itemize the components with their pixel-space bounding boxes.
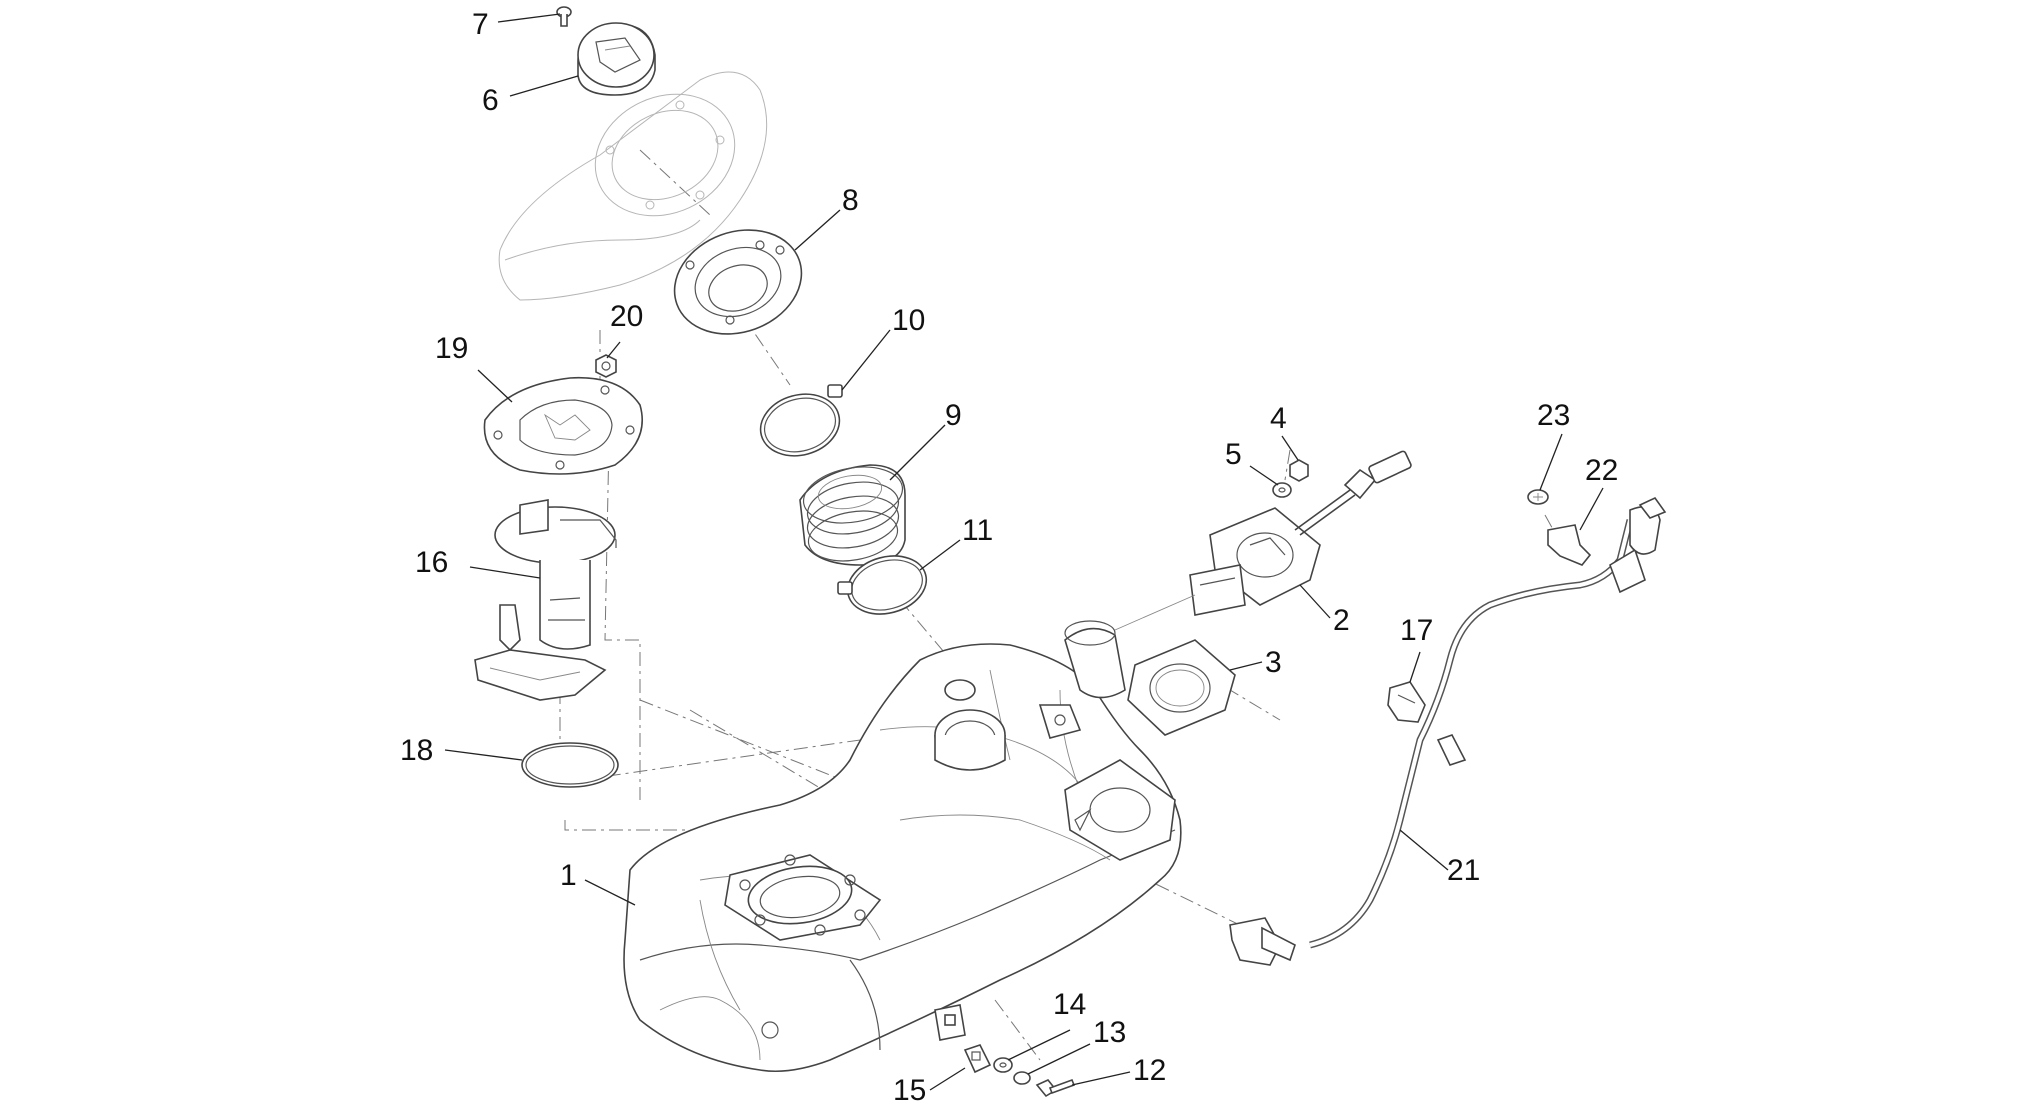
callout-5: 5 [1225,438,1242,471]
part-11-hose-clamp [837,555,928,615]
leader-3 [1229,661,1263,671]
part-19-gasket [483,376,644,475]
leader-12 [1071,1071,1131,1086]
callout-numbers: 7 6 8 10 9 11 20 19 16 18 1 4 5 2 3 23 2… [400,8,1618,1101]
part-12-bolt [1035,1078,1076,1098]
leader-11 [919,539,961,571]
leader-15 [929,1067,966,1091]
callout-14: 14 [1053,988,1086,1021]
callout-8: 8 [842,184,859,217]
callout-9: 9 [945,399,962,432]
callout-10: 10 [892,304,925,337]
callout-21: 21 [1447,854,1480,887]
leader-8 [794,209,841,251]
callout-11: 11 [962,514,993,547]
part-23-screw [1527,489,1549,505]
callout-13: 13 [1093,1016,1126,1049]
part-22-pipe-clip [1547,524,1592,566]
part-21-fuel-pipe [1229,496,1667,966]
part-13-washer [1013,1071,1031,1085]
part-14-washer [993,1057,1013,1073]
leader-10 [841,329,891,391]
callout-6: 6 [482,84,499,117]
leader-9 [889,424,946,481]
leader-13 [1027,1043,1091,1075]
callout-15: 15 [893,1074,926,1101]
callout-12: 12 [1133,1054,1166,1087]
part-9-filler-hose [799,464,906,566]
leader-19 [477,369,513,403]
part-8-filler-flange [673,229,803,335]
leader-22 [1579,487,1604,531]
part-6-fuel-cap [577,22,656,96]
leader-23 [1539,433,1563,491]
leader-17 [1409,651,1421,683]
leader-18 [444,749,523,761]
callout-1: 1 [560,859,577,892]
part-16-fuel-pump [474,499,617,701]
callout-7: 7 [472,8,489,41]
leader-16 [469,566,541,579]
part-7-screw [556,6,572,27]
part-5-washer [1272,482,1292,498]
callout-4: 4 [1270,402,1287,435]
callout-2: 2 [1333,604,1350,637]
part-20-nut [595,354,617,378]
leader-6 [509,75,579,97]
part-10-hose-clamp [759,384,843,457]
leader-lines [444,13,1604,1091]
leader-20 [606,341,621,359]
leader-5 [1249,465,1279,486]
callout-17: 17 [1400,614,1433,647]
part-2-fuel-level-sender [1064,450,1412,699]
part-1-fuel-tank [623,643,1182,1073]
callout-20: 20 [610,300,643,333]
tank-cover-panel [498,71,768,301]
leader-7 [497,13,561,23]
part-18-o-ring [521,742,619,788]
part-17-clip [1387,681,1426,723]
leader-1 [584,879,636,906]
leader-14 [1007,1029,1071,1061]
part-15-clip-nut [963,1044,992,1074]
callout-19: 19 [435,332,468,365]
leader-2 [1299,584,1331,619]
leader-4 [1281,435,1299,461]
callout-3: 3 [1265,646,1282,679]
callout-16: 16 [415,546,448,579]
part-4-nut [1289,459,1309,482]
callout-22: 22 [1585,454,1618,487]
leader-21 [1399,829,1449,871]
part-3-sender-gasket [1127,639,1236,736]
callout-18: 18 [400,734,433,767]
callout-23: 23 [1537,399,1570,432]
